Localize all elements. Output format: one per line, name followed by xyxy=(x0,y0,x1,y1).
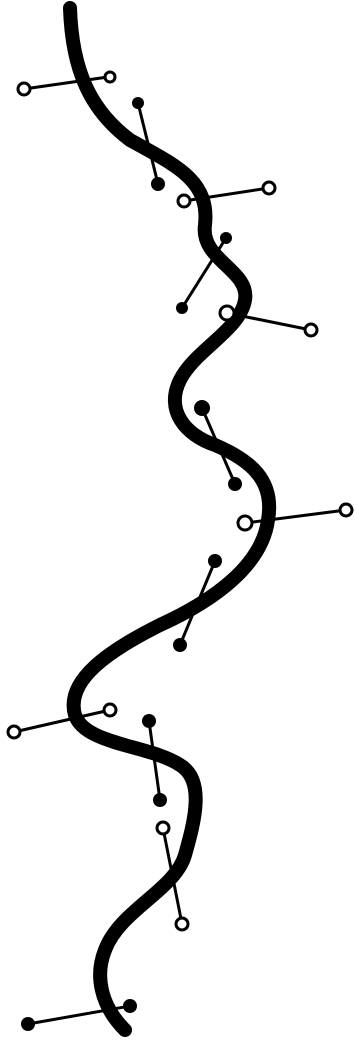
filled-bead xyxy=(153,793,167,807)
open-bead xyxy=(105,72,115,82)
open-bead xyxy=(18,83,30,95)
filled-bead xyxy=(132,97,144,109)
filled-bead xyxy=(123,999,137,1013)
open-bead xyxy=(220,306,234,320)
filled-bead xyxy=(220,232,232,244)
open-bead xyxy=(340,504,352,516)
filled-bead xyxy=(173,638,187,652)
open-bead xyxy=(238,516,252,530)
open-bead xyxy=(263,182,275,194)
side-chain-7 xyxy=(238,504,352,530)
open-bead xyxy=(104,704,116,716)
open-bead xyxy=(305,324,317,336)
open-bead xyxy=(157,822,169,834)
filled-bead xyxy=(142,714,156,728)
open-bead xyxy=(176,918,188,930)
side-chain-1 xyxy=(18,72,115,95)
filled-bead xyxy=(151,177,165,191)
filled-bead xyxy=(208,554,222,568)
side-chain-8 xyxy=(173,554,222,652)
open-bead xyxy=(8,726,20,738)
filled-bead xyxy=(21,1017,35,1031)
filled-bead xyxy=(228,477,242,491)
open-bead xyxy=(178,195,190,207)
filled-bead xyxy=(176,302,188,314)
filled-bead xyxy=(194,400,210,416)
